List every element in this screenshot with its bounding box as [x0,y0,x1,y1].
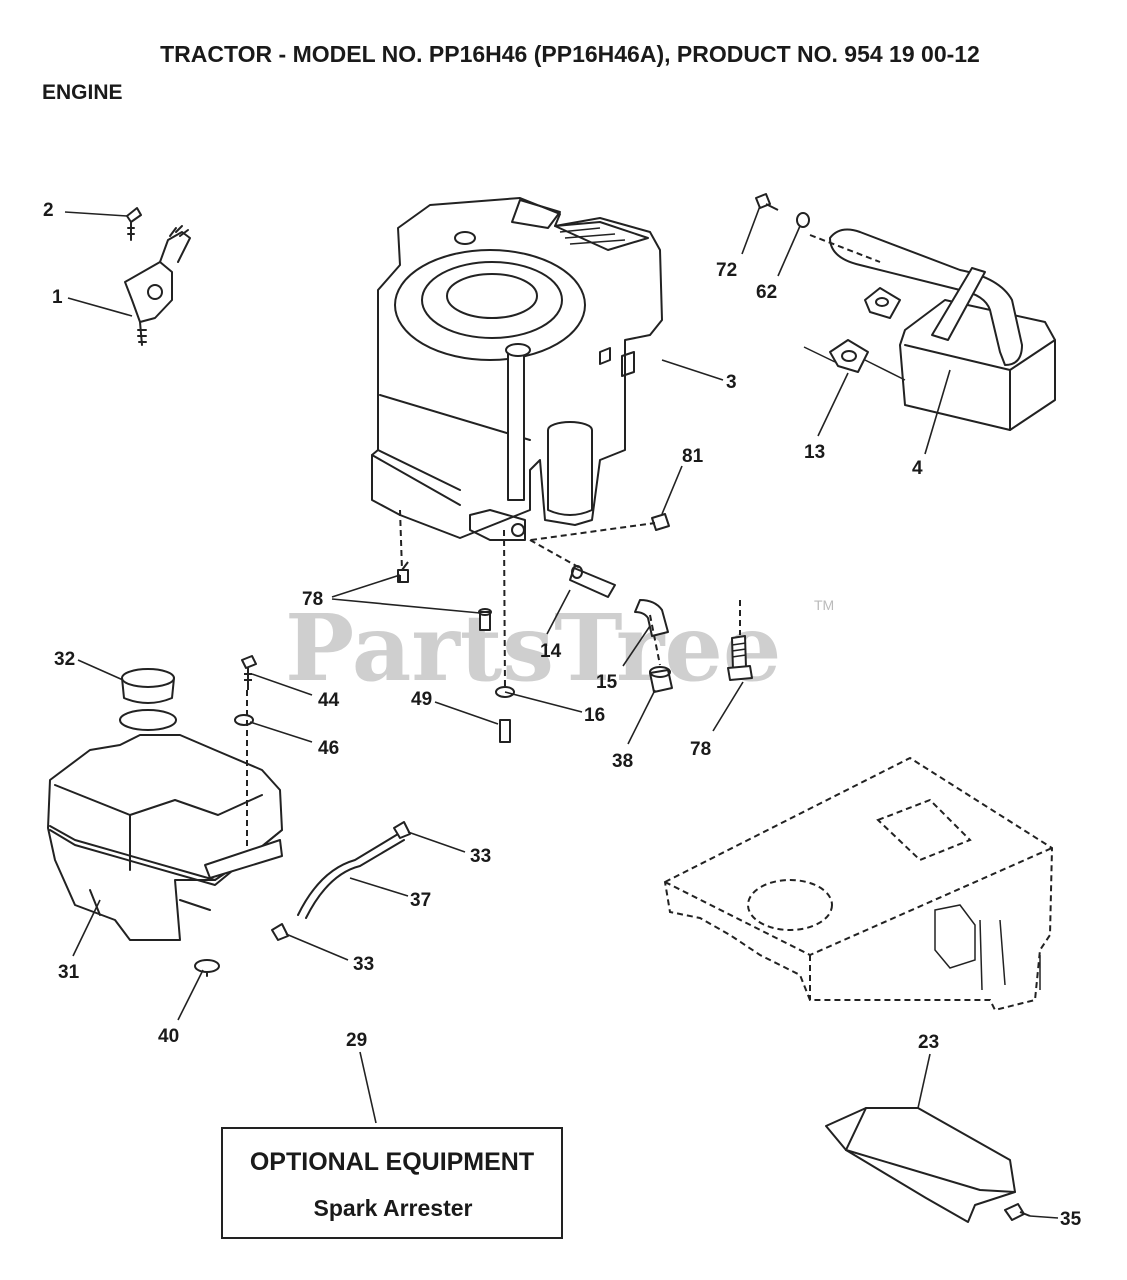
optional-equipment-box: OPTIONAL EQUIPMENT Spark Arrester [221,1127,563,1239]
callout-2: 2 [43,200,54,221]
callout-23: 23 [918,1032,939,1053]
section-title: ENGINE [42,81,123,104]
callout-78-a: 78 [302,589,323,610]
callout-3: 3 [726,372,737,393]
callout-62: 62 [756,282,777,303]
callout-46: 46 [318,738,339,759]
engine-part [371,197,663,541]
callout-38: 38 [612,751,633,772]
callout-14: 14 [540,641,562,662]
callout-29: 29 [346,1030,367,1051]
fuel-small-parts [397,509,753,743]
callout-1: 1 [52,287,63,308]
callout-49: 49 [411,689,432,710]
callout-4: 4 [912,458,923,479]
callout-78-b: 78 [690,739,711,760]
callout-labels: 2 1 3 4 13 72 62 81 78 14 15 16 49 38 78… [43,200,1082,1230]
callout-13: 13 [804,442,825,463]
callout-31: 31 [58,962,80,983]
callout-35: 35 [1060,1209,1082,1230]
callout-44: 44 [318,690,340,711]
callout-81: 81 [682,446,704,467]
watermark-text: PartsTree [285,594,781,702]
callout-16: 16 [584,705,605,726]
fuel-tank-part [47,655,411,977]
callout-72: 72 [716,260,737,281]
throttle-control-part [124,207,191,346]
optional-equipment-item: Spark Arrester [314,1195,473,1221]
optional-equipment-title: OPTIONAL EQUIPMENT [250,1148,534,1176]
watermark-trademark: TM [814,597,834,613]
callout-37: 37 [410,890,431,911]
heat-shield-part [825,1107,1031,1223]
callout-33-a: 33 [470,846,491,867]
callout-15: 15 [596,672,618,693]
frame-part [663,756,1054,1012]
callout-40: 40 [158,1026,179,1047]
callout-32: 32 [54,649,75,670]
callout-33-b: 33 [353,954,374,975]
leader-lines [64,205,1059,1219]
muffler-part [755,193,1056,431]
diagram-title: TRACTOR - MODEL NO. PP16H46 (PP16H46A), … [160,41,980,67]
